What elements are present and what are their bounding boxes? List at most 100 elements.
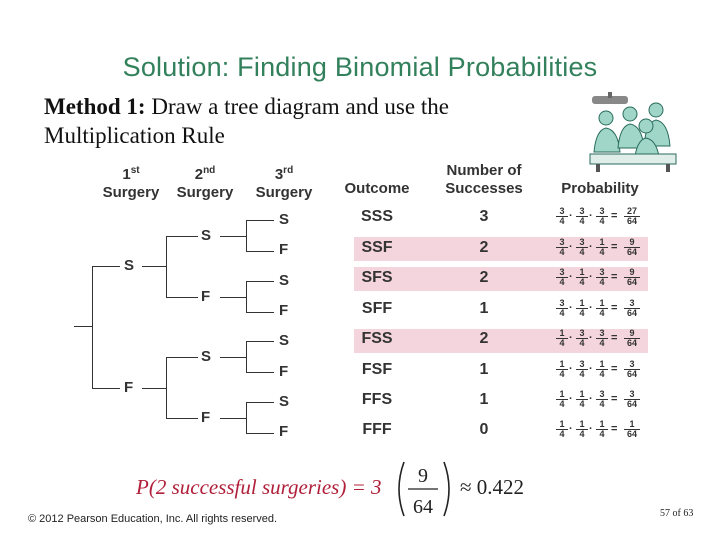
multiply-dot: · [589,393,593,405]
method-label: Method 1: [44,94,146,119]
result-fraction: 964 [624,238,640,257]
tree-node-l2-f2: F [201,409,210,426]
tree-node-l3-5: S [279,332,289,349]
tree-node-l1-f: F [124,379,133,396]
factor-fraction: 34 [556,268,568,287]
factor-fraction: 34 [576,238,588,257]
outcome-cell: SFS [346,269,408,287]
tree-node-l3-6: F [279,363,288,380]
outcome-cell: FSF [346,361,408,379]
equals-sign: = [611,302,617,314]
successes-cell: 2 [464,269,504,287]
successes-cell: 1 [464,300,504,318]
formula-right-paren [444,462,449,516]
tree-node-l3-1: S [279,211,289,228]
method-description: Method 1: Draw a tree diagram and use th… [44,92,564,150]
equals-sign: = [611,393,617,405]
formula-denominator: 64 [413,496,433,518]
multiply-dot: · [569,423,573,435]
multiply-dot: · [589,423,593,435]
tree-node-l3-8: F [279,423,288,440]
multiply-dot: · [569,271,573,283]
multiply-dot: · [569,332,573,344]
probability-formula: P(2 successful surgeries) = 3 9 64 ≈ 0.4… [136,458,556,520]
tree-node-l1-s: S [124,257,134,274]
surgeons-illustration [586,92,680,172]
probability-cell: 14·34·34=964 [556,329,648,349]
factor-fraction: 34 [596,207,608,226]
tree-node-l2-s2: S [201,348,211,365]
header-probability: Probability [548,180,652,198]
successes-cell: 1 [464,361,504,379]
formula-lhs: P(2 successful surgeries) = 3 [136,475,382,499]
equals-sign: = [611,332,617,344]
multiply-dot: · [569,393,573,405]
successes-cell: 0 [464,421,504,439]
successes-cell: 3 [464,208,504,226]
equals-sign: = [611,363,617,375]
successes-cell: 2 [464,239,504,257]
outcome-cell: SFF [346,300,408,318]
header-outcome: Outcome [336,180,418,198]
formula-left-paren [399,462,404,516]
formula-numerator: 9 [418,465,428,487]
successes-cell: 1 [464,391,504,409]
multiply-dot: · [589,332,593,344]
multiply-dot: · [589,363,593,375]
equals-sign: = [611,423,617,435]
tree-node-l3-4: F [279,302,288,319]
formula-approx: ≈ 0.422 [460,475,524,499]
multiply-dot: · [589,210,593,222]
page-number: 57 of 63 [660,508,693,519]
equals-sign: = [611,271,617,283]
outcome-cell: FFS [346,391,408,409]
multiply-dot: · [569,210,573,222]
multiply-dot: · [589,241,593,253]
multiply-dot: · [589,302,593,314]
tree-node-l3-3: S [279,272,289,289]
factor-fraction: 34 [576,360,588,379]
multiply-dot: · [569,363,573,375]
copyright-notice: © 2012 Pearson Education, Inc. All right… [28,513,277,525]
tree-node-l3-2: F [279,241,288,258]
method-line1: Draw a tree diagram and use the [146,94,449,119]
method-line2: Multiplication Rule [44,123,225,148]
outcome-cell: FFF [346,421,408,439]
outcome-cell: SSS [346,208,408,226]
outcome-cell: FSS [346,330,408,348]
equals-sign: = [611,210,617,222]
